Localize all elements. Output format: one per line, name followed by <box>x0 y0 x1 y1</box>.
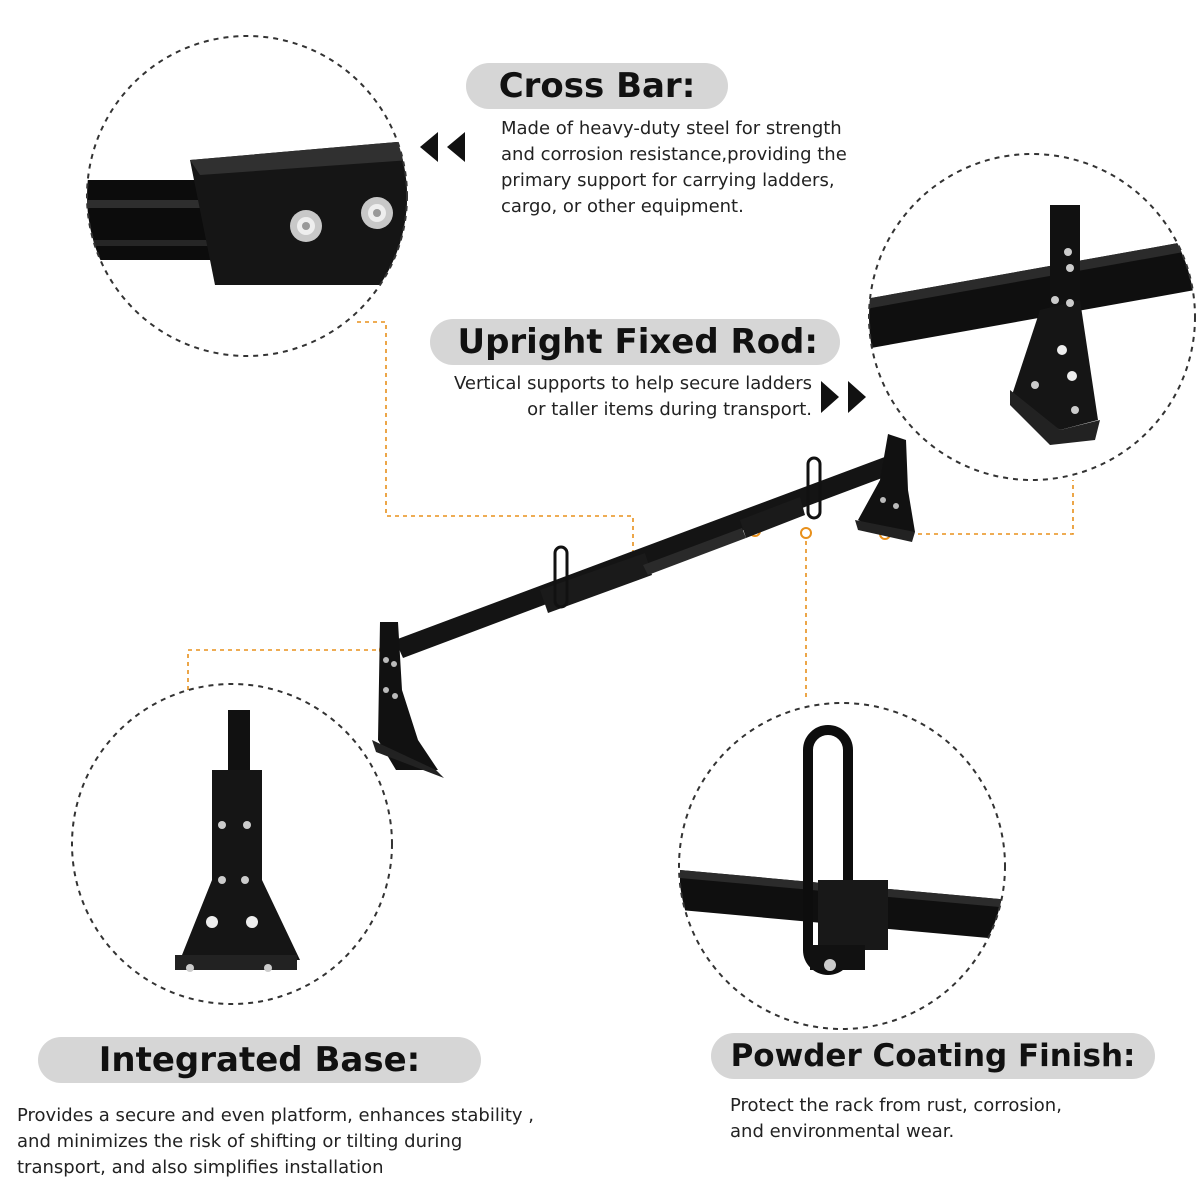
ladder-rack <box>372 434 915 778</box>
cross-bar-title: Cross Bar: <box>498 66 696 106</box>
cross-bar-title-pill: Cross Bar: <box>466 63 728 109</box>
powder-coating-title-pill: Powder Coating Finish: <box>711 1033 1155 1079</box>
powder-coating-description: Protect the rack from rust, corrosion, a… <box>730 1095 1062 1142</box>
upright-rod-title-pill: Upright Fixed Rod: <box>430 319 840 365</box>
detail-circle-cross-bar <box>86 35 408 357</box>
integrated-base-title: Integrated Base: <box>98 1040 421 1080</box>
integrated-base-title-pill: Integrated Base: <box>38 1037 481 1083</box>
upright-rod-description: Vertical supports to help secure ladders… <box>453 373 812 420</box>
detail-circle-powder-coating <box>678 702 1006 1030</box>
cross-bar-description: Made of heavy-duty steel for strength an… <box>501 118 847 217</box>
double-triangle-left-icon <box>420 132 465 162</box>
integrated-base-description: Provides a secure and even platform, enh… <box>17 1105 535 1178</box>
upright-rod-title: Upright Fixed Rod: <box>457 322 818 362</box>
callout-connectors <box>187 321 1074 700</box>
powder-coating-title: Powder Coating Finish: <box>730 1038 1136 1074</box>
double-triangle-right-icon <box>821 381 866 413</box>
detail-circle-base <box>71 683 393 1005</box>
detail-circle-upright <box>868 153 1196 481</box>
